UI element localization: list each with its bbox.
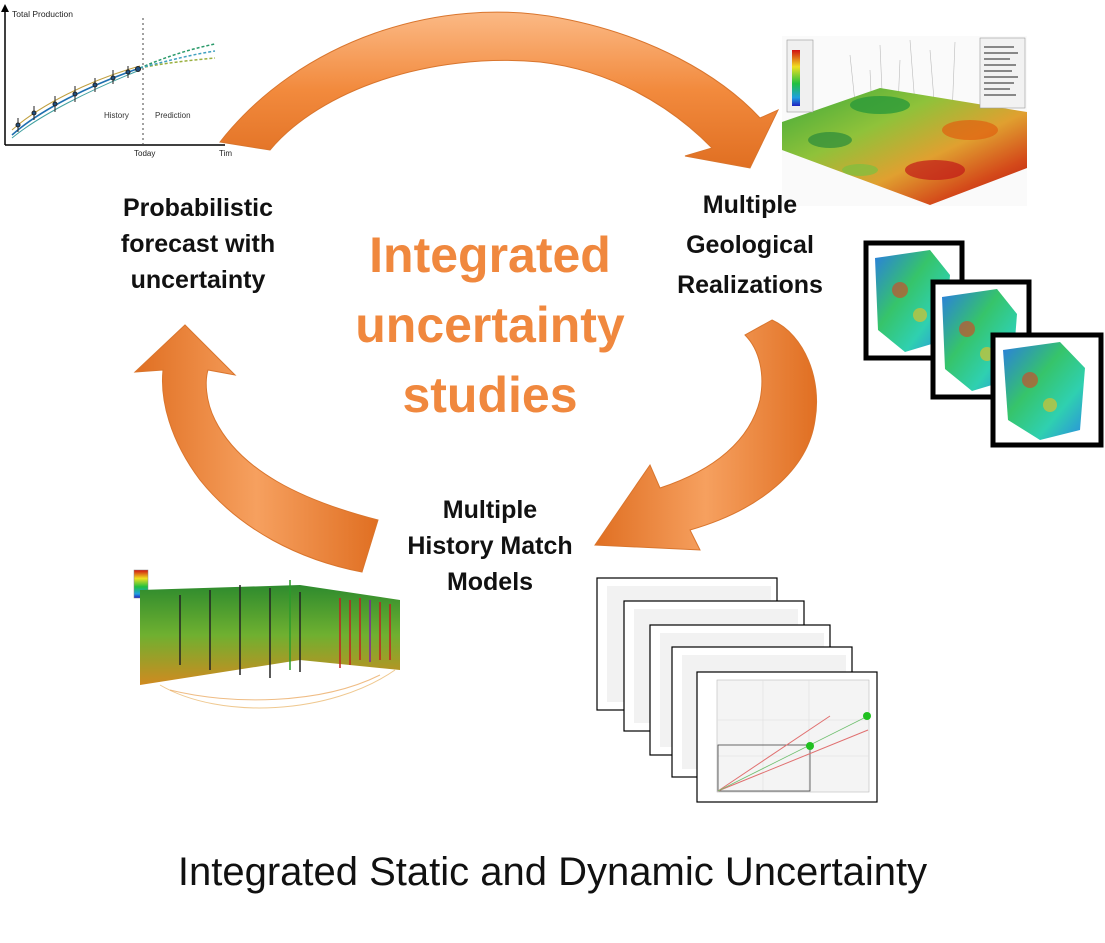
history-match-plots xyxy=(596,577,878,803)
forecast-history-label: History xyxy=(104,111,129,120)
realization-maps xyxy=(863,240,1104,448)
center-title: Integrated uncertainty studies xyxy=(320,220,660,430)
geological-surface-image xyxy=(782,36,1027,206)
cycle-arrow-right xyxy=(594,319,818,551)
cycle-arrow-left xyxy=(133,324,379,573)
reservoir-model-image xyxy=(133,569,400,709)
forecast-xlabel: Tim xyxy=(219,149,232,158)
center-title-line-2: uncertainty xyxy=(355,297,625,353)
label-forecast: Probabilistic forecast with uncertainty xyxy=(120,194,276,294)
center-title-line-1: Integrated xyxy=(369,227,611,283)
forecast-today-label: Today xyxy=(134,149,155,158)
label-history: Multiple History Match Models xyxy=(407,496,573,596)
cycle-arrow-top xyxy=(219,11,780,169)
realization-map-3 xyxy=(990,332,1104,448)
forecast-ylabel: Total Production xyxy=(12,9,73,19)
label-geological: Multiple Geological Realizations xyxy=(677,191,823,299)
center-title-line-3: studies xyxy=(402,367,578,423)
forecast-chart: Total Production History Prediction Toda… xyxy=(1,4,232,158)
forecast-prediction-label: Prediction xyxy=(155,111,191,120)
footer-caption: Integrated Static and Dynamic Uncertaint… xyxy=(177,850,928,894)
history-plot-5 xyxy=(696,671,878,803)
